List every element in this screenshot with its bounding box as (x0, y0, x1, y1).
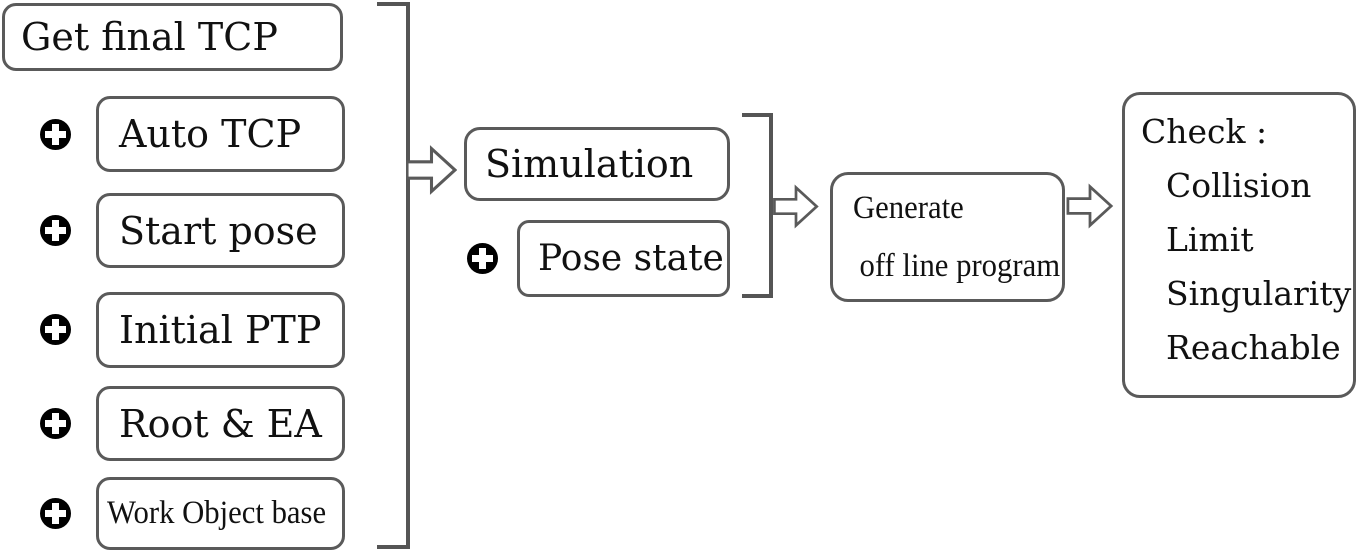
plus-icon (40, 314, 71, 345)
node-label: Root & EA (119, 401, 322, 446)
plus-icon (467, 243, 498, 274)
node-root-ea: Root & EA (96, 386, 345, 461)
node-auto-tcp: Auto TCP (96, 96, 345, 172)
node-label: Start pose (119, 208, 318, 253)
flow-arrow-icon (773, 184, 819, 229)
node-label: Simulation (485, 142, 694, 186)
node-generate-offline-program: Generate off line program (830, 172, 1065, 302)
check-item: Singularity (1166, 274, 1352, 313)
node-simulation: Simulation (464, 127, 730, 201)
node-initial-ptp: Initial PTP (96, 292, 345, 368)
plus-icon (40, 408, 71, 439)
node-check-list: Check : Collision Limit Singularity Reac… (1122, 92, 1356, 398)
check-item: Collision (1166, 166, 1312, 205)
node-label-line2: off line program (859, 248, 1061, 284)
node-label: Pose state (538, 238, 724, 279)
check-title: Check : (1141, 112, 1268, 151)
node-label-line1: Generate (853, 190, 964, 226)
plus-icon (40, 215, 71, 246)
node-pose-state: Pose state (517, 220, 730, 297)
inputs-group-bracket-icon (377, 2, 410, 549)
node-start-pose: Start pose (96, 193, 345, 268)
node-label: Work Object base (107, 495, 327, 531)
node-work-object-base: Work Object base (96, 477, 345, 550)
flow-arrow-icon (1066, 183, 1114, 229)
check-item: Reachable (1166, 328, 1341, 367)
flow-arrow-icon (406, 145, 457, 195)
node-get-final-tcp: Get final TCP (2, 3, 343, 71)
node-label: Auto TCP (119, 112, 302, 156)
node-label: Initial PTP (119, 308, 322, 352)
check-item: Limit (1166, 220, 1254, 259)
simulation-group-bracket-icon (742, 113, 773, 298)
plus-icon (40, 498, 71, 529)
plus-icon (40, 119, 71, 150)
node-label: Get final TCP (21, 15, 278, 59)
